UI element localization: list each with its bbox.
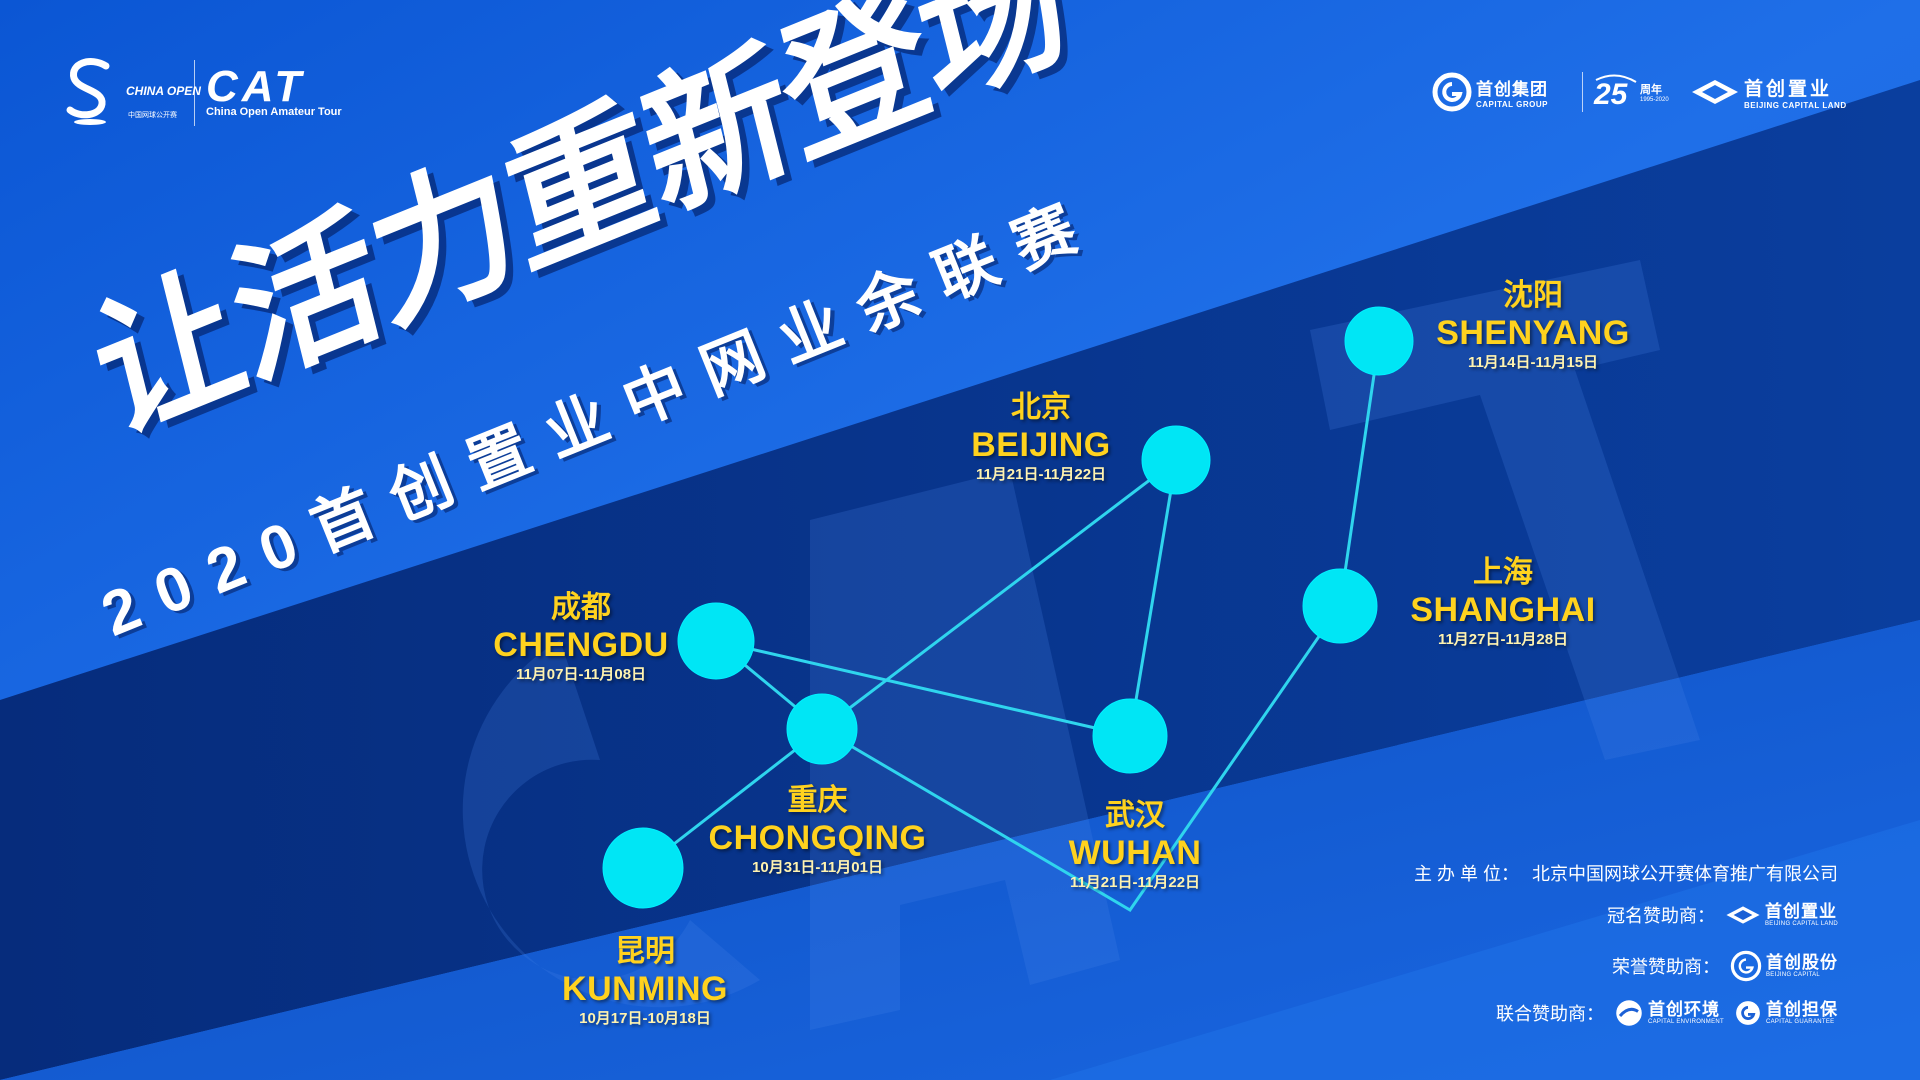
city-en: CHONGQING (708, 819, 927, 857)
organizer-name: 北京中国网球公开赛体育推广有限公司 (1532, 864, 1838, 884)
city-en: CHENGDU (493, 626, 669, 664)
route-chongqing-shanghai (821, 605, 1342, 912)
city-cn: 昆明 (615, 935, 675, 968)
capital-land-roof-icon (1726, 906, 1760, 924)
capital-group-en: CAPITAL GROUP (1476, 100, 1548, 109)
city-chongqing: 重庆 CHONGQING 10月31日-11月01日 (700, 783, 935, 879)
cat-wordmark: CAT (206, 62, 306, 111)
title-sponsor-label: 冠名赞助商： (1606, 906, 1715, 926)
city-cn: 成都 (551, 591, 611, 624)
city-shenyang: 沈阳 SHENYANG 11月14日-11月15日 (1428, 278, 1638, 374)
china-open-s-icon (66, 58, 110, 125)
honor-sponsor-row: 荣誉赞助商： 首创股份 BEIJING CAPITAL (1612, 950, 1838, 982)
city-beijing: 北京 BEIJING 11月21日-11月22日 (936, 390, 1146, 486)
title-sponsor-en: BEIJING CAPITAL LAND (1764, 920, 1838, 927)
anniversary-25-icon: 25 (1593, 74, 1637, 111)
joint-sponsor-label: 联合赞助商： (1495, 1004, 1604, 1024)
city-date: 10月31日-11月01日 (752, 859, 883, 876)
city-kunming: 昆明 KUNMING 10月17日-10月18日 (540, 934, 750, 1030)
city-cn: 重庆 (787, 784, 848, 817)
anniversary-logo: 25 周年 1995-2020 (1592, 70, 1669, 114)
dark-diagonal-band (0, 80, 1920, 1080)
city-date: 11月14日-11月15日 (1467, 354, 1599, 371)
joint-sponsor-2-en: CAPITAL GUARANTEE (1766, 1018, 1835, 1025)
joint-sponsor-2-cn: 首创担保 (1766, 999, 1838, 1019)
route-chengdu-wuhan (715, 639, 1131, 738)
city-en: BEIJING (971, 426, 1111, 464)
city-cn: 沈阳 (1503, 279, 1563, 312)
city-date: 11月21日-11月22日 (1069, 874, 1201, 891)
svg-text:25: 25 (1593, 78, 1629, 111)
city-date: 11月21日-11月22日 (975, 466, 1107, 483)
city-date: 11月07日-11月08日 (515, 666, 647, 683)
route-beijing-wuhan (1128, 459, 1178, 737)
city-date: 11月27日-11月28日 (1437, 631, 1569, 648)
joint-sponsor-row: 联合赞助商： 首创环境 CAPITAL ENVIRONMENT 首创担保 CAP… (1496, 998, 1838, 1028)
china-open-cn: 中国网球公开赛 (128, 112, 177, 119)
city-shanghai: 上海 SHANGHAI 11月27日-11月28日 (1398, 555, 1608, 651)
node-wuhan (1092, 698, 1168, 774)
capital-land-cn: 首创置业 (1744, 79, 1833, 100)
logo-divider (194, 60, 195, 126)
capital-guarantee-icon (1736, 1001, 1760, 1025)
joint-sponsor-1-en: CAPITAL ENVIRONMENT (1647, 1018, 1724, 1025)
joint-sponsor-logo-1: 首创环境 CAPITAL ENVIRONMENT (1614, 998, 1724, 1028)
anniversary-label: 周年 (1640, 84, 1662, 96)
city-date: 10月17日-10月18日 (579, 1010, 711, 1027)
capital-group-icon (1432, 72, 1472, 112)
capital-group-logo: 首创集团 CAPITAL GROUP (1432, 70, 1548, 114)
honor-sponsor-cn: 首创股份 (1766, 952, 1838, 972)
capital-land-roof-icon (1692, 80, 1738, 104)
capital-group-cn: 首创集团 (1476, 80, 1548, 99)
cat-watermark (462, 260, 1700, 1030)
capital-environment-icon (1616, 1000, 1642, 1026)
route-shanghai-shenyang (1338, 340, 1381, 607)
city-en: KUNMING (562, 970, 728, 1008)
city-cn: 武汉 (1105, 799, 1165, 832)
node-shanghai (1302, 568, 1378, 644)
joint-sponsor-1-cn: 首创环境 (1647, 999, 1720, 1019)
node-beijing (1141, 425, 1211, 495)
title-sponsor-cn: 首创置业 (1764, 901, 1837, 921)
city-cn: 上海 (1473, 556, 1533, 589)
city-wuhan: 武汉 WUHAN 11月21日-11月22日 (1030, 798, 1240, 894)
joint-sponsor-logo-2: 首创担保 CAPITAL GUARANTEE (1734, 999, 1838, 1027)
capital-land-en: BEIJING CAPITAL LAND (1744, 101, 1847, 110)
beijing-capital-land-logo: 首创置业 BEIJING CAPITAL LAND (1690, 70, 1847, 114)
organizer-label: 主 办 单 位： (1413, 864, 1519, 884)
node-chongqing (786, 693, 858, 765)
city-en: SHENYANG (1436, 314, 1630, 352)
organizer-line: 主 办 单 位： 北京中国网球公开赛体育推广有限公司 (1414, 860, 1838, 886)
city-chengdu: 成都 CHENGDU 11月07日-11月08日 (476, 590, 686, 686)
city-en: WUHAN (1068, 834, 1202, 872)
capital-circle-icon (1730, 950, 1762, 982)
node-chengdu (677, 602, 755, 680)
china-open-wordmark: CHINA OPEN (126, 84, 201, 98)
sponsor-divider (1582, 72, 1583, 112)
honor-sponsor-en: BEIJING CAPITAL (1766, 971, 1821, 978)
honor-sponsor-logo: 首创股份 BEIJING CAPITAL (1730, 950, 1838, 982)
city-en: SHANGHAI (1410, 591, 1596, 629)
title-sponsor-row: 冠名赞助商： 首创置业 BEIJING CAPITAL LAND (1607, 902, 1838, 928)
honor-sponsor-label: 荣誉赞助商： (1612, 957, 1720, 977)
cat-subtitle: China Open Amateur Tour (206, 106, 342, 118)
title-sponsor-logo: 首创置业 BEIJING CAPITAL LAND (1725, 902, 1838, 928)
node-kunming (602, 827, 684, 909)
node-shenyang (1344, 306, 1414, 376)
anniversary-years: 1995-2020 (1640, 97, 1669, 103)
route-chongqing-beijing (821, 458, 1177, 731)
city-cn: 北京 (1011, 391, 1071, 424)
